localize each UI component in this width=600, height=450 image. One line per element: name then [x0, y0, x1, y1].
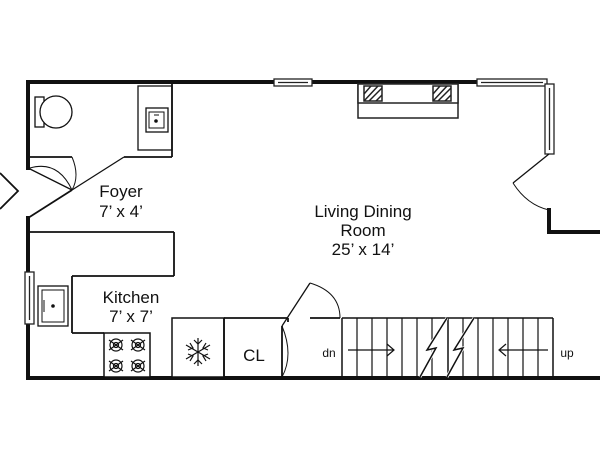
stair-door [309, 282, 341, 319]
living-dining-name-line2: Room [340, 221, 385, 240]
stove-icon [103, 332, 151, 378]
foyer-area [0, 165, 73, 219]
kitchen-area [30, 231, 225, 378]
bathroom-door [71, 156, 125, 191]
snowflake-icon [185, 338, 211, 366]
foyer-name: Foyer [99, 182, 143, 201]
sink-icon [145, 107, 169, 133]
foyer-size: 7’ x 4’ [99, 202, 143, 221]
vanity [137, 85, 173, 151]
closet [223, 282, 341, 378]
fireplace [357, 83, 459, 119]
windows [24, 78, 555, 325]
side-door [512, 153, 550, 211]
living-dining-size: 25’ x 14’ [332, 240, 395, 259]
kitchen-sink-icon [37, 285, 69, 327]
exterior-walls [26, 80, 600, 380]
powder-room [30, 84, 173, 191]
stairs-down-label: dn [322, 346, 335, 360]
kitchen-size: 7’ x 7’ [109, 307, 153, 326]
stairs-up-label: up [560, 346, 574, 360]
kitchen-name: Kitchen [103, 288, 160, 307]
entry-door [27, 167, 73, 191]
living-dining-name-line1: Living Dining [314, 202, 411, 221]
closet-door [281, 282, 311, 327]
toilet-bowl [39, 95, 73, 129]
entry-step [0, 172, 20, 210]
stairs [341, 317, 554, 378]
closet-label: CL [243, 346, 265, 365]
